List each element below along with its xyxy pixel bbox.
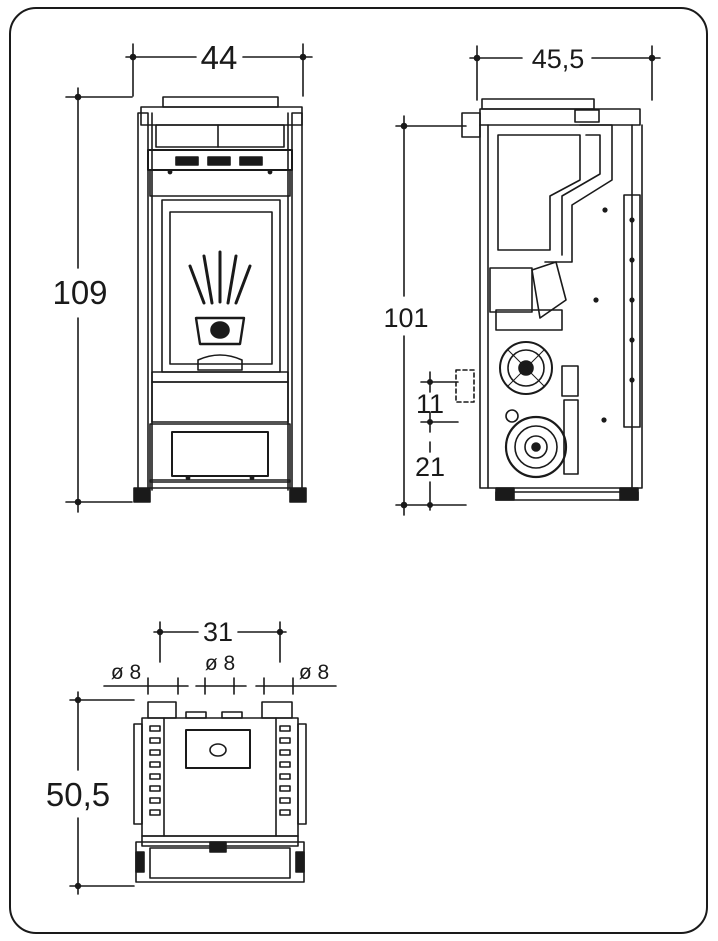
front-height-label: 109 bbox=[52, 274, 107, 311]
top-lid bbox=[185, 729, 251, 769]
flame-emblem bbox=[188, 250, 252, 305]
top-depth-label: 50,5 bbox=[46, 776, 110, 813]
side-stove-body bbox=[461, 98, 643, 501]
side-depth-label: 45,5 bbox=[532, 44, 585, 74]
combustion-fan bbox=[499, 341, 553, 395]
side-height-label: 101 bbox=[383, 303, 428, 333]
top-spacing-dimension: 31 bbox=[153, 617, 287, 663]
front-view: 44 109 bbox=[52, 39, 313, 513]
top-outlet-dimensions: ø 8 ø 8 ø 8 bbox=[103, 652, 337, 695]
convection-fan bbox=[504, 415, 568, 479]
front-width-dimension: 44 bbox=[125, 39, 313, 97]
side-depth-dimension: 45,5 bbox=[469, 44, 661, 101]
side-pipe-dimension: 11 21 bbox=[415, 369, 475, 511]
ash-drawer bbox=[171, 431, 269, 477]
outlet-center-label: ø 8 bbox=[205, 652, 235, 675]
vent-slots-left bbox=[149, 725, 161, 816]
side-height-dimension: 101 bbox=[383, 115, 467, 516]
front-height-dimension: 109 bbox=[52, 87, 133, 513]
top-spacing-label: 31 bbox=[203, 617, 233, 647]
vent-slots-right bbox=[279, 725, 291, 816]
drawing-frame bbox=[9, 7, 708, 934]
outlet-right-label: ø 8 bbox=[299, 661, 329, 684]
top-view: 31 ø 8 ø 8 ø 8 50,5 bbox=[46, 617, 337, 895]
side-view: 45,5 101 11 21 bbox=[383, 44, 661, 516]
front-width-label: 44 bbox=[201, 39, 238, 76]
side-pipe-diameter-label: 11 bbox=[416, 389, 444, 419]
front-stove-body bbox=[133, 96, 307, 503]
brazier bbox=[194, 316, 246, 346]
outlet-left-label: ø 8 bbox=[111, 661, 141, 684]
top-stove-body bbox=[133, 701, 307, 883]
side-pipe-height-label: 21 bbox=[415, 452, 445, 482]
top-depth-dimension: 50,5 bbox=[46, 691, 135, 895]
